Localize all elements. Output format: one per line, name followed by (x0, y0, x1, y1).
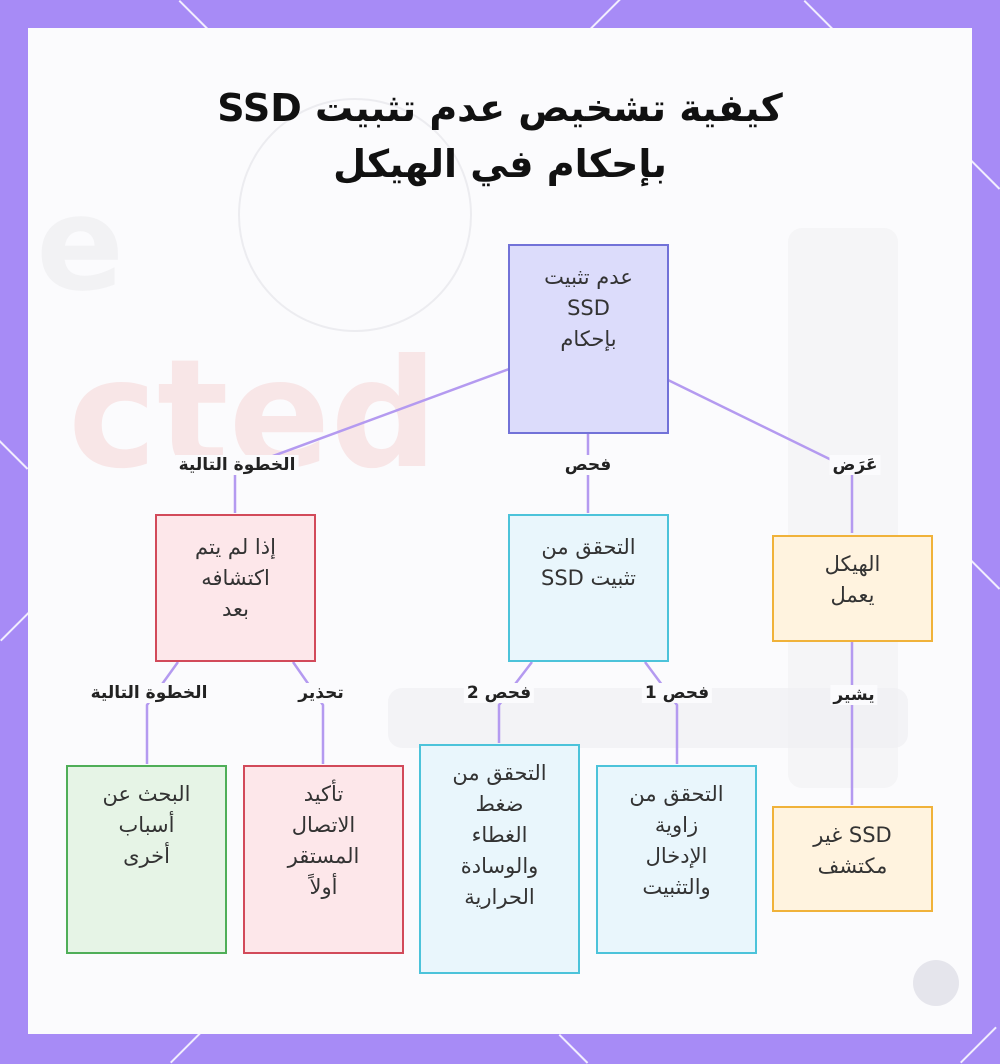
title-line-2: بإحكام في الهيكل (333, 142, 667, 186)
edge-check-pressure (497, 661, 533, 743)
node-line: البحث عن (102, 782, 191, 806)
node-search-other-causes: البحث عن أسباب أخرى (66, 765, 227, 954)
node-if-not-detected: إذا لم يتم اكتشافه بعد (155, 514, 316, 662)
node-line: الاتصال (291, 813, 356, 837)
edge-label-symptom: عَرَض (829, 455, 881, 475)
edge-label-warning: تحذير (295, 683, 347, 703)
node-line: التحقق من (629, 782, 724, 806)
node-ssd-not-secure: عدم تثبيت SSD بإحكام (508, 244, 669, 434)
node-line: أسباب (118, 813, 175, 837)
node-check-cover-pressure: التحقق من ضغط الغطاء والوسادة الحرارية (419, 744, 580, 974)
edge-check-angle (643, 661, 679, 764)
node-line: إذا لم يتم (195, 535, 276, 559)
node-line: تأكيد (303, 782, 344, 806)
diagram-title: كيفية تشخيص عدم تثبيت SSD بإحكام في الهي… (0, 80, 1000, 192)
node-line: SSD (567, 296, 610, 320)
edge-label-check-2: فحص 2 (463, 683, 535, 703)
node-check-ssd-mount: التحقق من تثبيت SSD (508, 514, 669, 662)
node-line: الهيكل (824, 552, 881, 576)
node-line: المستقر (287, 844, 360, 868)
node-check-insertion-angle: التحقق من زاوية الإدخال والتثبيت (596, 765, 757, 954)
node-line: أولاً (309, 875, 338, 899)
node-line: والتثبيت (642, 875, 711, 899)
node-line: ضغط (475, 792, 524, 816)
node-line: الغطاء (471, 823, 528, 847)
node-line: والوسادة (460, 854, 539, 878)
node-line: التحقق من (452, 761, 547, 785)
node-line: عدم تثبيت (544, 265, 633, 289)
edge-label-check: فحص (561, 455, 615, 475)
node-line: تثبيت SSD (541, 566, 636, 590)
node-line: بعد (222, 597, 249, 621)
node-line: زاوية (654, 813, 699, 837)
node-line: مكتشف (817, 854, 888, 878)
background-circle (238, 98, 472, 332)
edge-root-symptom (667, 378, 854, 533)
edge-label-indicates: يشير (830, 685, 878, 705)
edge-next-warning (291, 661, 325, 764)
edge-label-check-1: فحص 1 (641, 683, 713, 703)
watermark-logo (913, 960, 959, 1006)
edge-label-next-step: الخطوة التالية (175, 455, 299, 475)
edge-next-other (145, 661, 180, 764)
edge-label-next-step-2: الخطوة التالية (87, 683, 211, 703)
title-line-1: كيفية تشخيص عدم تثبيت SSD (217, 86, 783, 130)
node-line: التحقق من (541, 535, 636, 559)
node-case-works: الهيكل يعمل (772, 535, 933, 642)
node-line: الحرارية (464, 885, 535, 909)
node-line: يعمل (830, 583, 875, 607)
node-line: اكتشافه (201, 566, 270, 590)
node-line: أخرى (123, 844, 170, 868)
edge-root-next (233, 367, 510, 513)
node-ssd-not-detected: SSD غير مكتشف (772, 806, 933, 912)
background-ghost-text: e (36, 168, 125, 320)
node-line: الإدخال (645, 844, 708, 868)
node-line: SSD غير (813, 823, 892, 847)
node-line: بإحكام (560, 327, 617, 351)
node-confirm-connection: تأكيد الاتصال المستقر أولاً (243, 765, 404, 954)
